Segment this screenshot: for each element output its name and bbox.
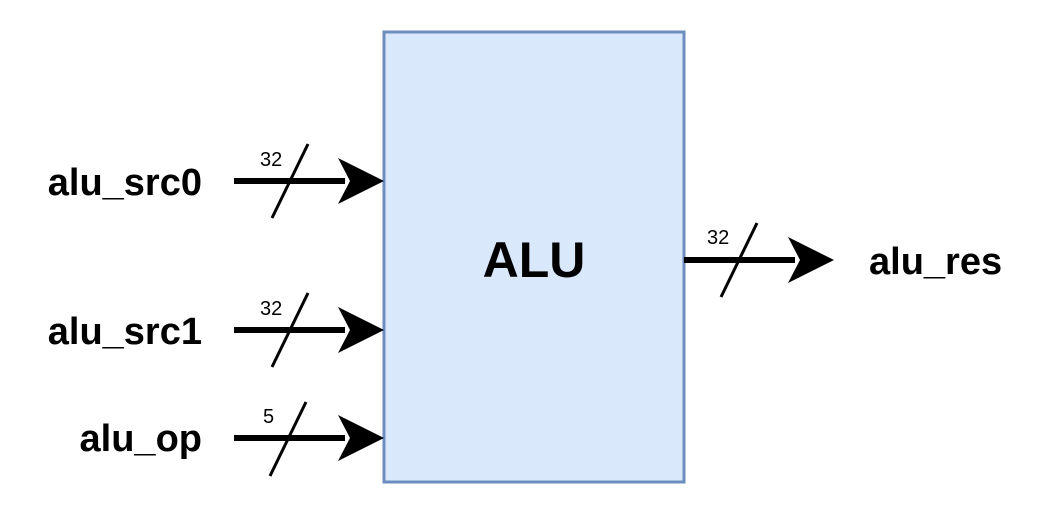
- output-arrowhead-alu-res: [788, 237, 834, 283]
- alu-block-rect: [382, 30, 686, 484]
- bus-width-label-alu-op: 5: [263, 406, 274, 428]
- input-label-alu-src1: alu_src1: [48, 311, 202, 353]
- bus-width-label-alu-src1: 32: [260, 298, 282, 320]
- input-label-alu-op: alu_op: [80, 418, 202, 460]
- input-signal-alu-src1: alu_src1 32: [48, 292, 384, 368]
- output-signal-alu-res: 32 alu_res: [684, 222, 1002, 298]
- input-signal-alu-op: alu_op 5: [80, 401, 384, 477]
- bus-width-label-alu-src0: 32: [260, 149, 282, 171]
- input-signal-alu-src0: alu_src0 32: [48, 143, 384, 219]
- bus-width-label-alu-res: 32: [707, 227, 729, 249]
- input-arrowhead-alu-src0: [338, 158, 384, 204]
- bus-width-slash-alu-src0: [270, 143, 310, 219]
- bus-width-slash-alu-op: [268, 401, 308, 477]
- bus-width-slash-alu-res: [719, 222, 759, 298]
- bus-width-slash-alu-src1: [270, 292, 310, 368]
- alu-block: ALU: [382, 30, 686, 484]
- alu-block-label: ALU: [483, 232, 586, 288]
- input-label-alu-src0: alu_src0: [48, 162, 202, 204]
- input-arrowhead-alu-op: [338, 415, 384, 461]
- output-label-alu-res: alu_res: [869, 241, 1002, 283]
- input-arrowhead-alu-src1: [338, 307, 384, 353]
